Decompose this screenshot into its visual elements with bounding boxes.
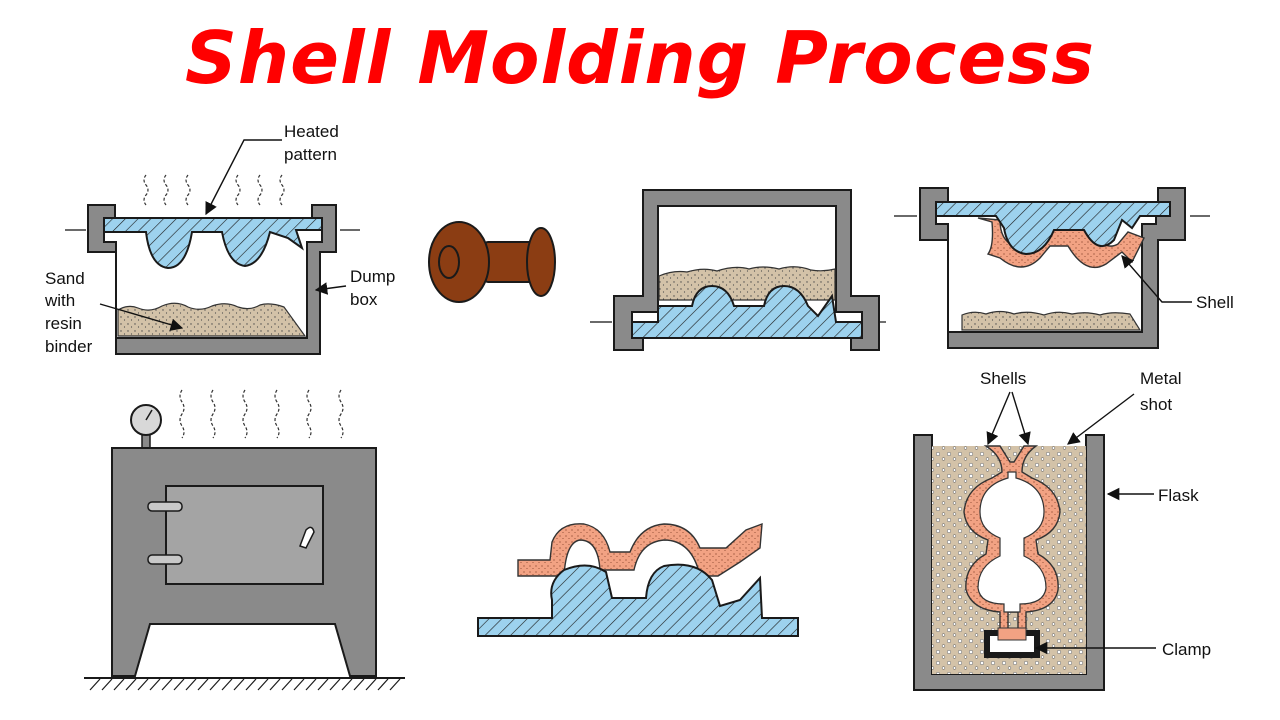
spool-part <box>428 221 556 303</box>
metal-shot-label: Metal shot <box>1140 369 1186 414</box>
pattern-on-box <box>631 284 863 339</box>
clamp-label: Clamp <box>1162 640 1211 659</box>
stripped-shell-panel <box>477 522 799 637</box>
metal-shot-leader <box>1066 393 1135 445</box>
flask-label: Flask <box>1158 486 1199 505</box>
remaining-sand <box>961 310 1142 331</box>
sand-with-resin-binder-label: Sand with resin binder <box>44 269 93 356</box>
oven-heat-waves <box>179 389 344 439</box>
shell-leader <box>1121 255 1192 303</box>
hinge-bottom <box>147 554 183 565</box>
dump-box-label: Dump box <box>350 267 400 309</box>
pattern-in-box <box>935 201 1171 256</box>
sand-leader <box>99 303 184 331</box>
clamp <box>984 627 1040 658</box>
dump-box-leader <box>314 282 347 295</box>
heated-pattern-label: Heated pattern <box>284 122 344 164</box>
shell-label: Shell <box>1196 293 1234 312</box>
shell-forming-panel <box>894 187 1210 349</box>
mold-cavity <box>977 471 1047 613</box>
page-title: Shell Molding Process <box>185 16 1095 100</box>
oven-door <box>165 485 324 585</box>
flask-panel <box>913 434 1105 691</box>
heated-pattern-leader <box>205 139 282 216</box>
door-handle-icon <box>299 526 315 549</box>
gauge-stem <box>141 433 151 449</box>
leader-lines <box>99 139 1192 655</box>
hinge-top <box>147 501 183 512</box>
heated-pattern <box>103 217 323 270</box>
inverted-box-panel <box>590 189 886 351</box>
shells-label: Shells <box>980 369 1026 388</box>
heat-waves <box>143 174 285 206</box>
stripped-shell <box>517 522 763 577</box>
oven <box>84 389 405 691</box>
shells-leader-right <box>1011 391 1031 446</box>
dump-box-panel <box>65 174 360 355</box>
ground <box>84 677 405 691</box>
sand-on-pattern <box>658 266 836 301</box>
sand-with-resin <box>117 302 307 337</box>
inverted-dump-box <box>613 189 880 351</box>
stripped-pattern <box>477 563 799 637</box>
shells-leader-left <box>986 391 1011 446</box>
